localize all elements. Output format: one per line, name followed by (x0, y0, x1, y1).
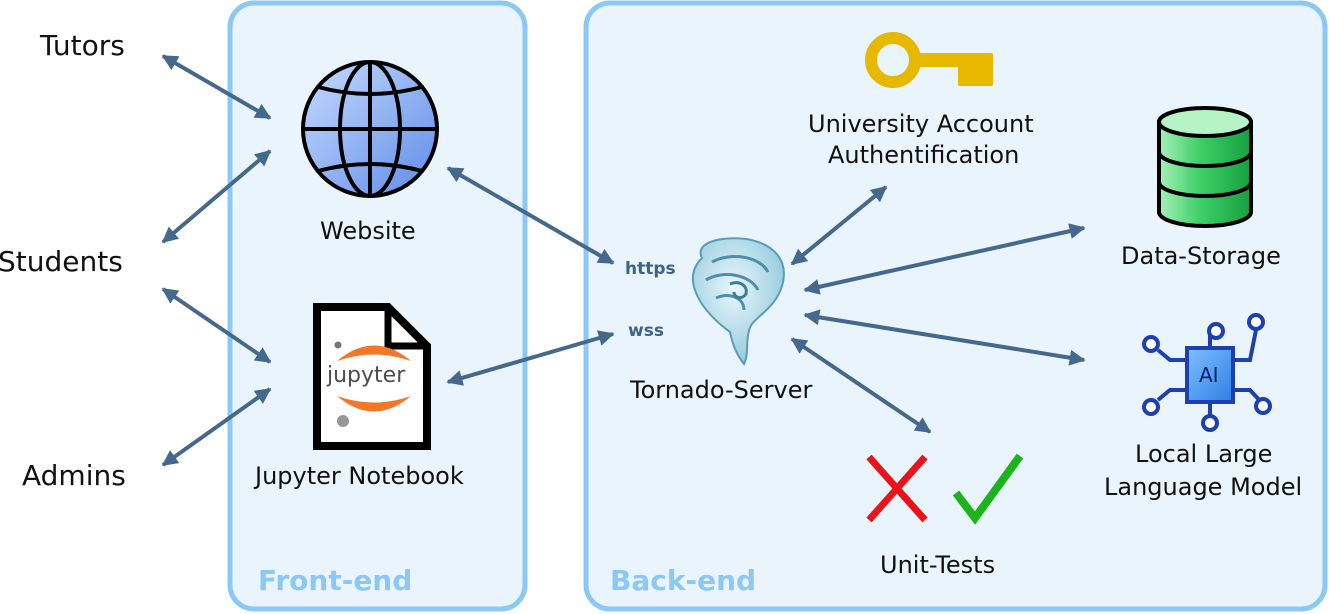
https-label: https (625, 259, 676, 279)
arrow-server-llm (803, 309, 1086, 366)
arrow-tutors-website (161, 54, 272, 120)
arrow-notebook-server (446, 330, 615, 386)
arrow-students-notebook (161, 287, 272, 364)
frontend-title: Front-end (258, 564, 413, 597)
jupyter-file-icon (313, 303, 431, 450)
ai-chip-text: AI (1199, 363, 1219, 387)
tornado-icon (691, 237, 785, 366)
auth-label-line1: University Account (808, 110, 1034, 138)
llm-label-line1: Local Large (1135, 440, 1273, 468)
storage-label: Data-Storage (1121, 242, 1281, 270)
check-icon (952, 453, 1024, 525)
actor-tutors: Tutors (40, 29, 125, 62)
auth-label-line2: Authentification (828, 141, 1020, 169)
backend-title: Back-end (610, 564, 757, 597)
cross-icon (866, 454, 928, 523)
arrow-server-storage (803, 223, 1086, 295)
arrow-website-server (446, 166, 615, 265)
key-icon (865, 32, 993, 88)
arrow-admins-notebook (161, 387, 272, 467)
tests-label: Unit-Tests (880, 551, 996, 579)
globe-icon (301, 60, 439, 198)
actor-admins: Admins (22, 459, 126, 492)
notebook-label: Jupyter Notebook (255, 462, 464, 490)
ai-chip-icon (1142, 313, 1272, 432)
database-icon (1157, 106, 1253, 228)
server-label: Tornado-Server (630, 376, 813, 404)
arrow-students-website (161, 149, 272, 244)
jupyter-logo-text: jupyter (327, 363, 406, 388)
actor-students: Students (0, 245, 123, 278)
wss-label: wss (628, 321, 664, 341)
website-label: Website (320, 217, 416, 245)
backend-panel (583, 0, 1328, 612)
arrow-server-tests (790, 337, 932, 434)
llm-label-line2: Language Model (1104, 473, 1303, 501)
